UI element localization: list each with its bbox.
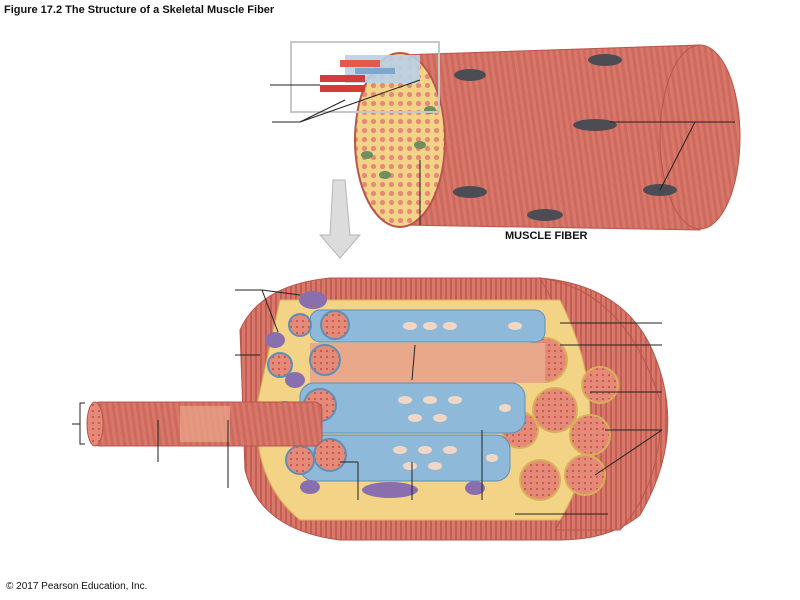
muscle-fiber-label: MUSCLE FIBER [505,230,588,242]
nucleus [588,54,622,66]
nucleus [453,186,487,198]
nucleus [454,69,486,81]
nucleus [527,209,563,221]
nucleus [573,119,617,131]
detail-section [86,277,669,541]
zoom-arrow-icon [318,179,362,259]
copyright-notice: © 2017 Pearson Education, Inc. [6,581,148,592]
magnify-box [290,41,440,113]
muscle-fiber-cylinder [320,44,741,231]
figure-title: Figure 17.2 The Structure of a Skeletal … [4,4,275,16]
